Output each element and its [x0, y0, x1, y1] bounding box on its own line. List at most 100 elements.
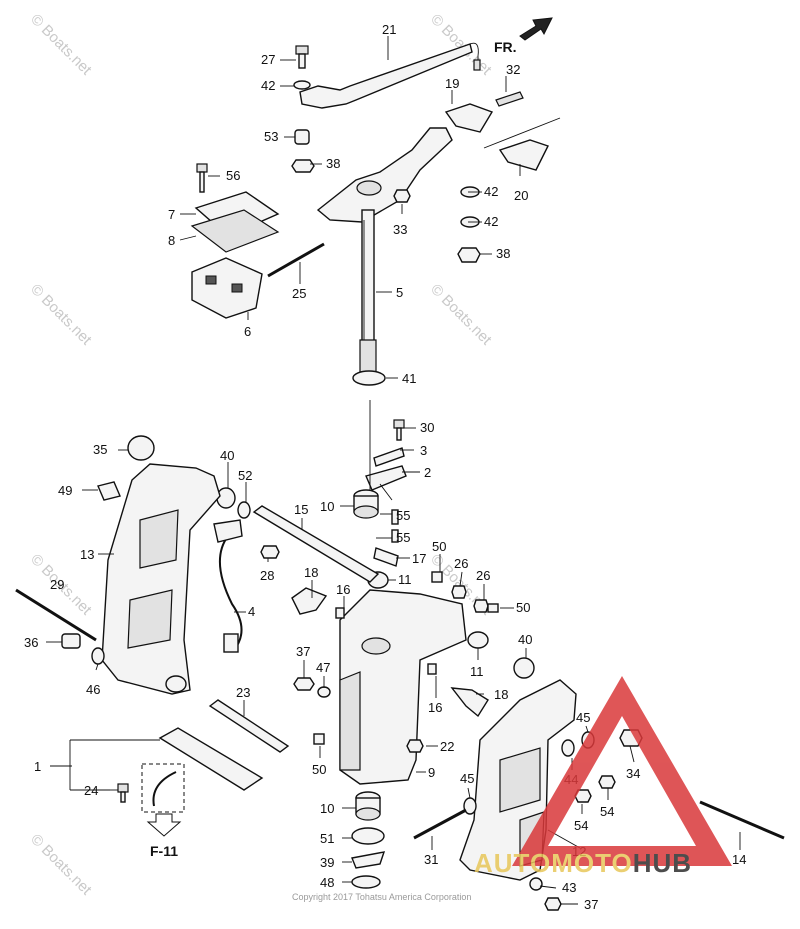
part-28-bolt [260, 545, 280, 559]
callout-39: 39 [320, 855, 334, 870]
callout-30: 30 [420, 420, 434, 435]
watermark-3: © Boats.net [27, 281, 95, 349]
callout-16: 16 [428, 700, 442, 715]
logo-triangle-icon [512, 676, 732, 866]
logo-text-moto: MOTO [551, 848, 633, 878]
part-26-nut-b [473, 599, 489, 613]
callout-26: 26 [454, 556, 468, 571]
callout-10: 10 [320, 801, 334, 816]
part-12-clamp-bracket-right [459, 679, 577, 881]
part-48-ring [351, 875, 381, 889]
callout-16: 16 [336, 582, 350, 597]
callout-42: 42 [484, 214, 498, 229]
part-49-grease-fitting [97, 481, 121, 501]
callout-38: 38 [496, 246, 510, 261]
callout-23: 23 [236, 685, 250, 700]
part-42-washer-a [293, 80, 311, 90]
callout-36: 36 [24, 635, 38, 650]
callout-6: 6 [244, 324, 251, 339]
watermark-2: © Boats.net [427, 11, 495, 79]
part-37-nut-a [293, 677, 315, 691]
logo-text-hub: HUB [633, 848, 692, 878]
callout-45: 45 [460, 771, 474, 786]
callout-labels: 21 27 42 19 32 53 38 56 7 8 42 20 33 42 … [24, 22, 746, 912]
part-27-bolt [295, 45, 309, 69]
part-54-nut-b [598, 775, 616, 789]
part-31-bolt [413, 808, 467, 840]
callout-42: 42 [261, 78, 275, 93]
callout-9: 9 [428, 765, 435, 780]
leader-lines [46, 36, 741, 905]
callout-25: 25 [292, 286, 306, 301]
part-4-tilt-switch-wire [213, 519, 243, 653]
part-29-bolt [15, 588, 97, 642]
part-16-pin-a [335, 607, 345, 619]
part-13-swivel-bracket-left [101, 463, 221, 695]
callout-32: 32 [506, 62, 520, 77]
callout-5: 5 [396, 285, 403, 300]
callout-14: 14 [732, 852, 746, 867]
callout-40: 40 [518, 632, 532, 647]
part-33-nut [393, 189, 411, 203]
callout-17: 17 [412, 551, 426, 566]
callout-33: 33 [393, 222, 407, 237]
part-55-pin-b [391, 529, 399, 543]
callout-48: 48 [320, 875, 334, 890]
callout-4: 4 [248, 604, 255, 619]
watermark-1: © Boats.net [27, 11, 95, 79]
logo-text-auto: AUTO [474, 848, 551, 878]
part-40-bushing-a [216, 487, 236, 509]
callout-29: 29 [50, 577, 64, 592]
part-41-thrust-washer [352, 370, 386, 386]
part-50-bolt-b [487, 603, 499, 613]
callout-34: 34 [626, 766, 640, 781]
part-10-bushing-b [355, 791, 381, 821]
watermark-7: © Boats.net [27, 831, 95, 899]
part-51-seal [351, 827, 385, 845]
callout-21: 21 [382, 22, 396, 37]
callout-55: 55 [396, 530, 410, 545]
part-47-washer [317, 686, 331, 698]
part-43-washer [529, 877, 543, 891]
part-52-washer [237, 501, 251, 519]
upper-yoke [316, 127, 453, 373]
callout-31: 31 [424, 852, 438, 867]
callout-37: 37 [296, 644, 310, 659]
callout-20: 20 [514, 188, 528, 203]
callout-28: 28 [260, 568, 274, 583]
part-55-pin-a [391, 509, 399, 525]
automotohub-logo: AUTOMOTOHUB [474, 676, 732, 878]
part-11-bushing-b [467, 631, 489, 649]
part-22-nut [406, 739, 424, 753]
callout-40: 40 [220, 448, 234, 463]
callout-22: 22 [440, 739, 454, 754]
front-direction-indicator: FR. [494, 17, 553, 55]
callout-41: 41 [402, 371, 416, 386]
part-14-bolt [699, 800, 785, 840]
callout-35: 35 [93, 442, 107, 457]
callout-50: 50 [516, 600, 530, 615]
callout-43: 43 [562, 880, 576, 895]
callout-45: 45 [576, 710, 590, 725]
part-19-bracket [444, 103, 494, 133]
callout-2: 2 [424, 465, 431, 480]
callout-52: 52 [238, 468, 252, 483]
callout-15: 15 [294, 502, 308, 517]
part-38-nut-a [291, 159, 315, 173]
part-10-bushing-a [353, 489, 379, 519]
front-label: FR. [494, 39, 517, 55]
callout-50: 50 [432, 539, 446, 554]
part-46-washer [91, 647, 105, 665]
part-8-gasket [190, 209, 280, 253]
callout-50: 50 [312, 762, 326, 777]
part-1-anode-plate [69, 727, 264, 791]
part-16-pin-b [427, 663, 437, 675]
watermark-4: © Boats.net [427, 281, 495, 349]
part-40-bushing-b [513, 657, 535, 679]
part-36-collar [61, 633, 81, 649]
callout-55: 55 [396, 508, 410, 523]
reference-arrow: F-11 [146, 813, 182, 859]
part-15-tilt-tube [252, 505, 380, 583]
